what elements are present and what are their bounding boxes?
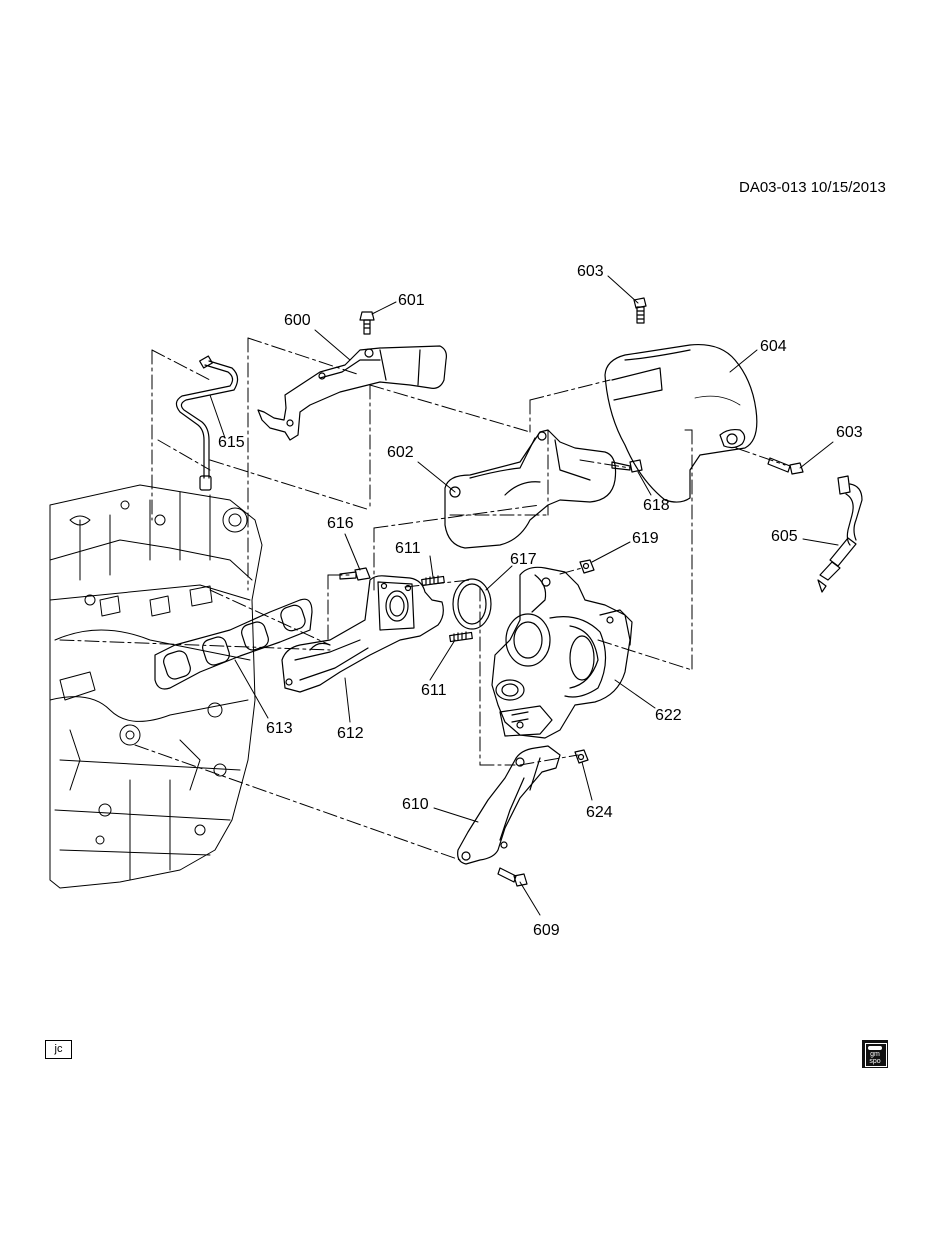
- callout-603-top: 603: [577, 263, 604, 280]
- exhaust-manifold-612: [281, 575, 444, 693]
- bolt-603-right: [767, 457, 804, 475]
- callout-604: 604: [760, 338, 787, 355]
- callout-617: 617: [510, 551, 537, 568]
- manifold-gasket-613: [154, 598, 313, 690]
- callout-615: 615: [218, 434, 245, 451]
- pipe-615: [175, 355, 239, 491]
- callout-624: 624: [586, 804, 613, 821]
- callout-616: 616: [327, 515, 354, 532]
- callout-600: 600: [284, 312, 311, 329]
- heat-shield-602: [444, 429, 617, 549]
- callout-602: 602: [387, 444, 414, 461]
- logo-frame: [865, 1043, 887, 1067]
- alignment-lines: [59, 337, 786, 861]
- logo-text-gm: gm: [870, 1051, 880, 1058]
- callout-612: 612: [337, 725, 364, 742]
- callout-609: 609: [533, 922, 560, 939]
- nut-624: [574, 749, 589, 764]
- callout-605: 605: [771, 528, 798, 545]
- bolt-601: [359, 311, 375, 335]
- bolt-616: [339, 567, 371, 581]
- logo-bar: [868, 1046, 882, 1050]
- callout-601: 601: [398, 292, 425, 309]
- callout-619: 619: [632, 530, 659, 547]
- nut-619: [579, 559, 595, 574]
- gm-spo-logo: gm spo: [862, 1040, 888, 1068]
- ring-gasket-617: [452, 578, 492, 630]
- stud-611-upper: [421, 575, 445, 587]
- callout-603-right: 603: [836, 424, 863, 441]
- callout-618: 618: [643, 497, 670, 514]
- stud-611-lower: [449, 631, 473, 643]
- heat-shield-604: [604, 343, 758, 503]
- callout-613: 613: [266, 720, 293, 737]
- callout-611-lower: 611: [421, 682, 447, 699]
- leader-lines: [209, 275, 839, 916]
- turbocharger-622: [491, 566, 633, 739]
- initials-stamp: jc: [45, 1040, 72, 1059]
- callout-610: 610: [402, 796, 429, 813]
- bolt-618: [611, 459, 643, 473]
- oxygen-sensor-605: [817, 475, 863, 593]
- callout-611-upper: 611: [395, 540, 421, 557]
- callout-622: 622: [655, 707, 682, 724]
- bolt-603-top: [633, 297, 647, 324]
- bracket-610: [457, 745, 561, 865]
- bolt-609: [497, 867, 528, 887]
- engine-block: [49, 484, 263, 889]
- bracket-600: [257, 345, 447, 441]
- drawing-reference: DA03-013 10/15/2013: [739, 179, 886, 196]
- logo-text-spo: spo: [869, 1058, 881, 1065]
